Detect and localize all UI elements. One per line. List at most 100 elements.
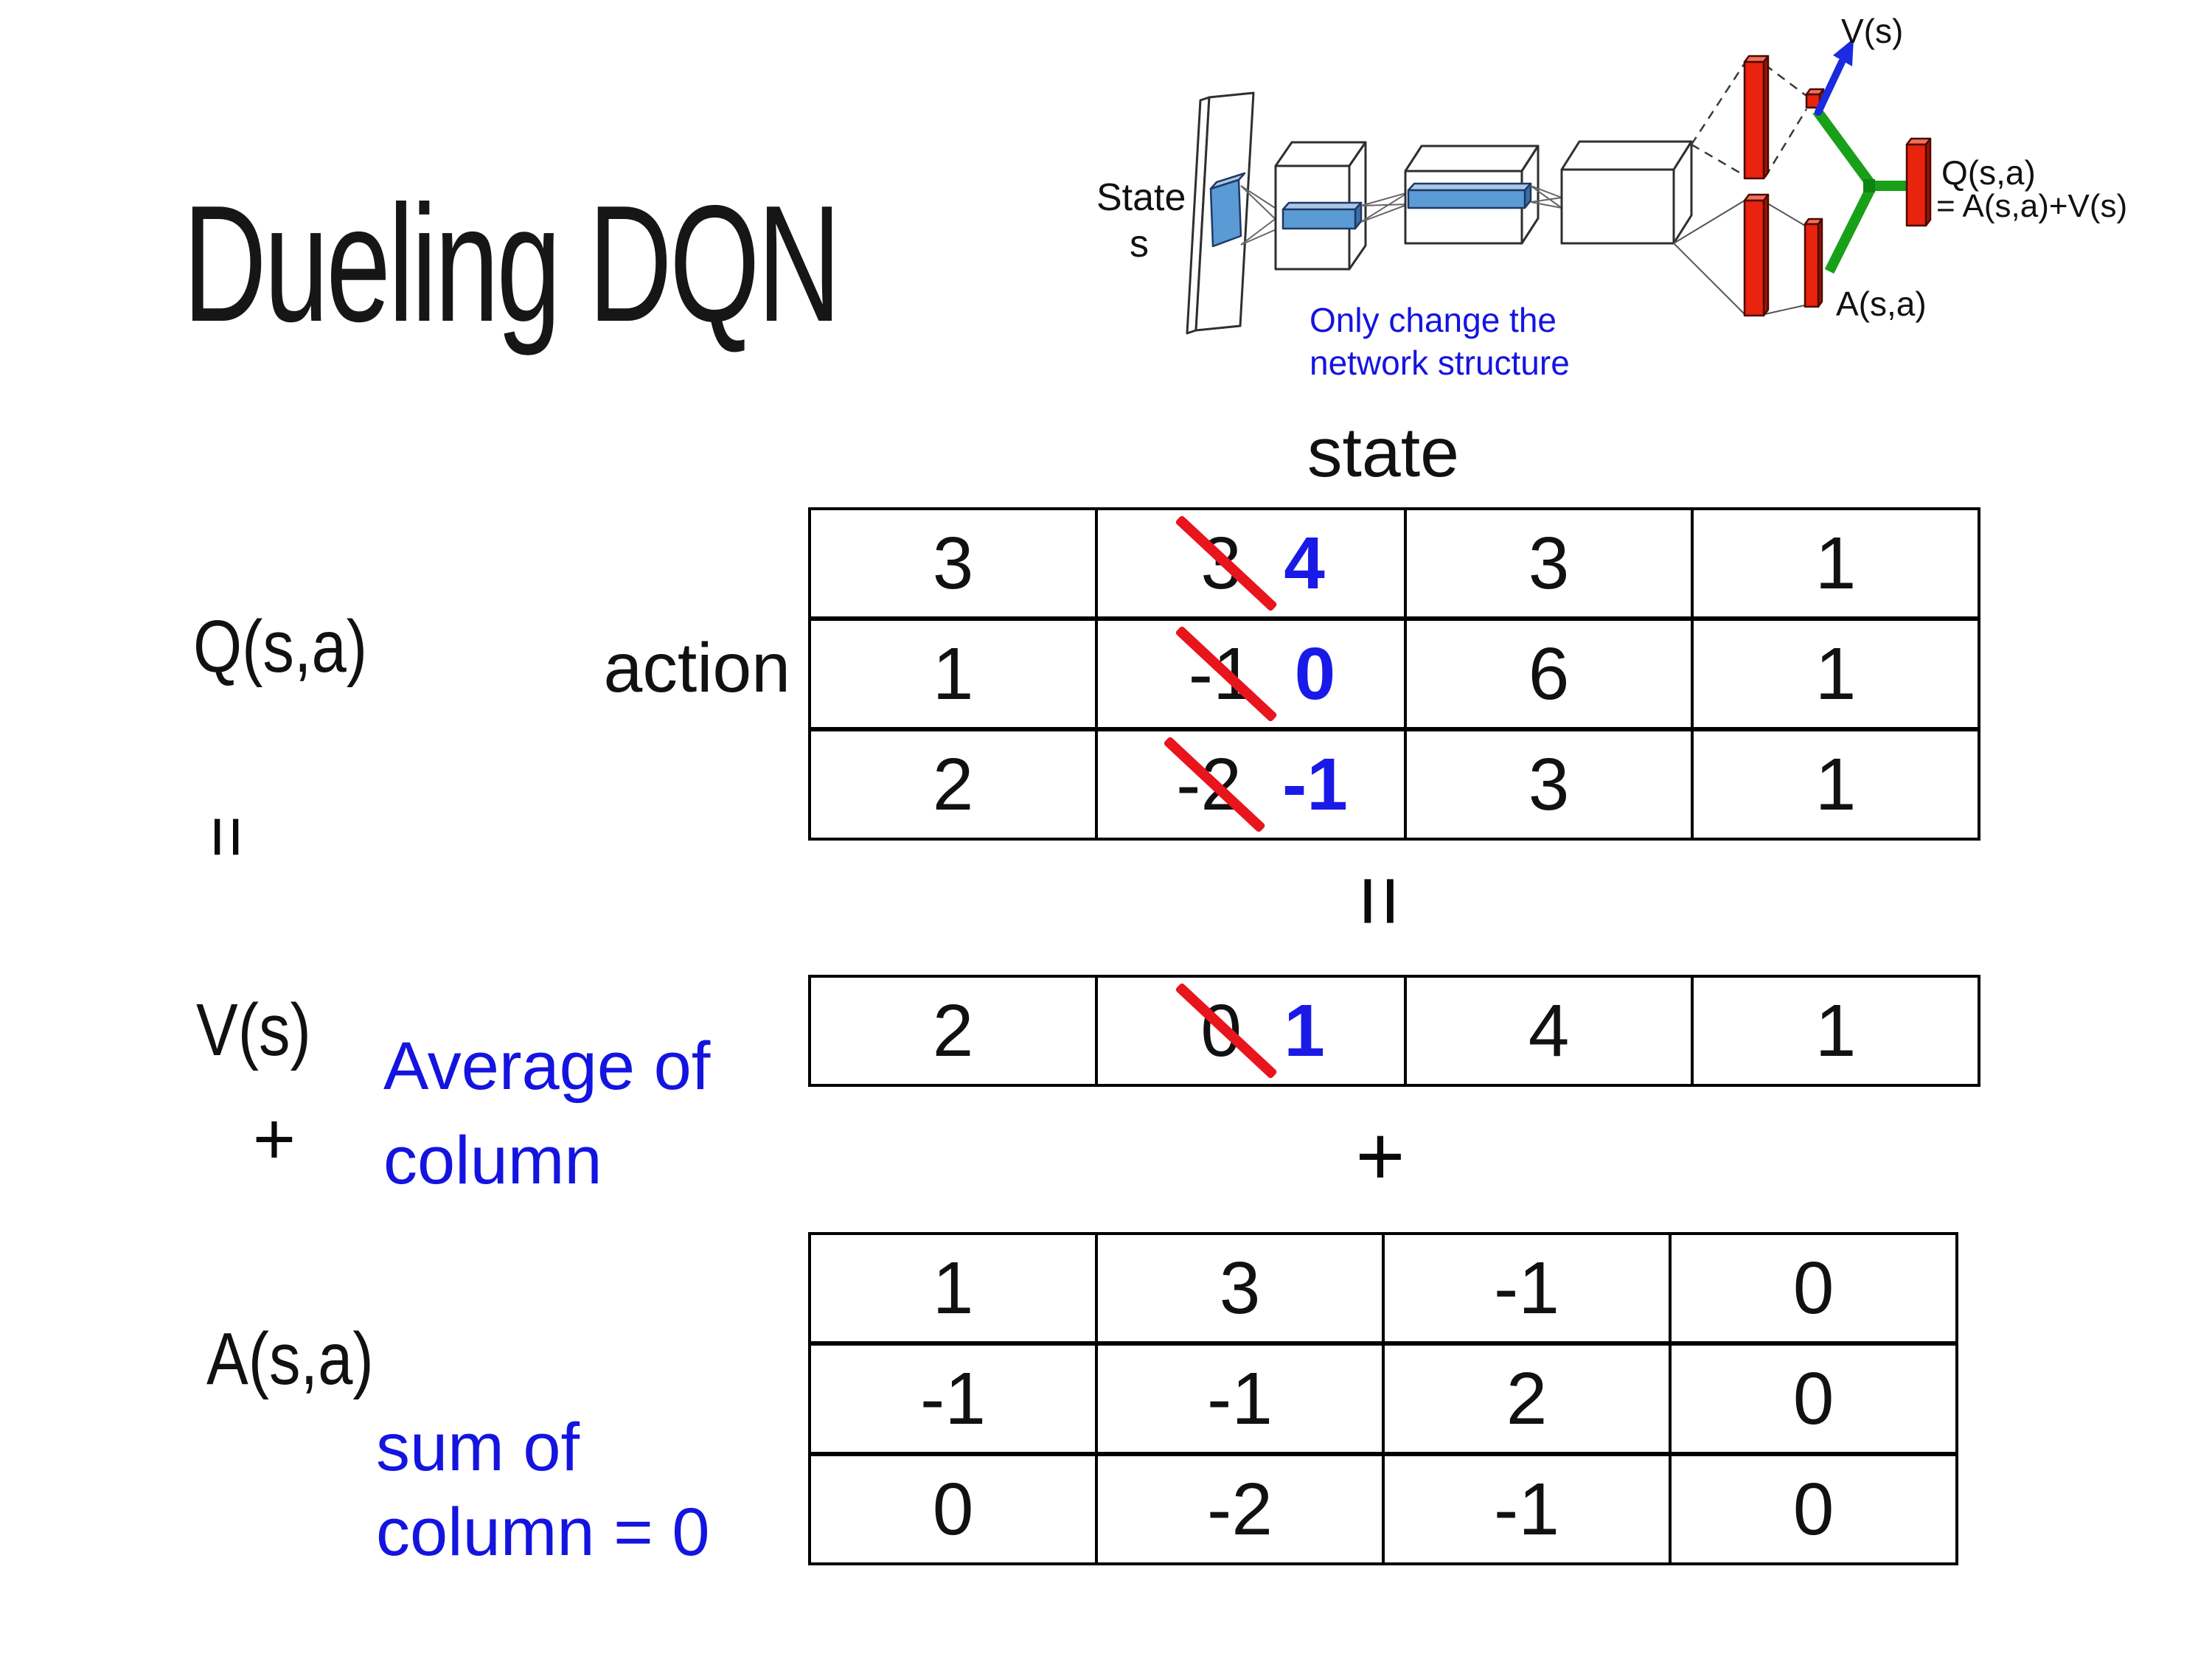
cell-value: -1: [1494, 1467, 1559, 1551]
table-cell: 3: [811, 510, 1095, 616]
cell-value: 3: [1528, 521, 1570, 605]
note-line: sum of: [376, 1410, 580, 1485]
table-cell: -2: [1095, 1456, 1382, 1562]
table-cell: 4: [1404, 978, 1691, 1084]
a-hidden-bar: [1743, 193, 1770, 317]
cell-value: -1: [1494, 1246, 1559, 1329]
feature-slab-1: [1281, 201, 1363, 230]
conv-box-3: [1560, 140, 1693, 245]
table-cell: 1: [1691, 621, 1978, 727]
slide-title: Dueling DQN: [183, 170, 841, 356]
revised-value: 4: [1284, 521, 1325, 605]
diagram-v-label: V(s): [1841, 12, 1903, 50]
cell-value: 0: [1792, 1467, 1834, 1551]
cell-value: 3: [1219, 1246, 1261, 1329]
table-row: 0 -2 -1 0: [811, 1452, 1955, 1562]
cell-value: 3: [932, 521, 974, 605]
a-output-bar: [1804, 218, 1823, 308]
green-combiner: [1812, 107, 1907, 274]
green-junction: [1863, 179, 1875, 192]
note-line: column = 0: [376, 1495, 710, 1570]
table-cell: 1: [811, 621, 1095, 727]
table-cell: 0: [1669, 1235, 1955, 1341]
diagram-q-label: Q(s,a): [1941, 153, 2036, 192]
diagram-note-line1: Only change the: [1310, 301, 1557, 339]
v-value-table: 20141: [808, 975, 1980, 1087]
table-cell: -1: [811, 1346, 1095, 1452]
cell-value: 1: [1815, 632, 1857, 715]
feature-slab-2: [1407, 182, 1532, 209]
diagram-a-label: A(s,a): [1836, 285, 1927, 323]
table-cell: -2-1: [1095, 731, 1404, 838]
cell-value: 0: [1792, 1357, 1834, 1440]
cell-value: 3: [1528, 742, 1570, 826]
cell-value: 1: [1815, 521, 1857, 605]
plus-symbol-mid: +: [1355, 1109, 1405, 1203]
conv-patch-icon: [1209, 172, 1246, 248]
table-cell: 6: [1404, 621, 1691, 727]
crossed-out-value: 0: [1175, 982, 1279, 1079]
diagram-q-formula: = A(s,a)+V(s): [1936, 188, 2127, 224]
v-hidden-bar: [1743, 55, 1770, 180]
v-matrix-label: V(s): [196, 989, 311, 1071]
table-cell: 3: [1095, 1235, 1382, 1341]
table-cell: 1: [1691, 510, 1978, 616]
table-cell: -10: [1095, 621, 1404, 727]
cell-value: -1: [1207, 1357, 1273, 1440]
table-row: 2 -2-1 3 1: [811, 727, 1978, 838]
table-cell: 3: [1404, 510, 1691, 616]
sum-of-column-note: sum of column = 0: [376, 1405, 710, 1575]
diagram-note-line2: network structure: [1310, 344, 1570, 382]
equals-symbol-left: =: [186, 815, 269, 859]
table-cell: 1: [1691, 731, 1978, 838]
equals-symbol-mid: =: [1330, 874, 1430, 928]
cell-value: 1: [932, 1246, 974, 1329]
table-cell: 1: [811, 1235, 1095, 1341]
note-line: column: [383, 1123, 602, 1198]
v-arrow-icon: [1815, 38, 1854, 116]
strikethrough-icon: [1175, 982, 1279, 1079]
cell-value: 1: [1815, 742, 1857, 826]
q-output-bar: [1905, 137, 1932, 227]
crossed-out-value: -2: [1162, 736, 1266, 833]
table-cell: 2: [811, 731, 1095, 838]
revised-value: 1: [1284, 989, 1325, 1072]
revised-value: 0: [1294, 632, 1336, 715]
table-cell: 0: [1669, 1346, 1955, 1452]
cell-value: 2: [932, 742, 974, 826]
receptive-fan-3: [1530, 185, 1562, 209]
solid-connector-lines: [1673, 200, 1806, 315]
table-row: 33431: [811, 510, 1978, 616]
q-matrix-label: Q(s,a): [193, 605, 368, 688]
average-of-column-note: Average of column: [383, 1019, 710, 1208]
state-axis-label: state: [1307, 414, 1459, 492]
table-cell: 0: [811, 1456, 1095, 1562]
table-cell: 2: [811, 978, 1095, 1084]
network-diagram: State s: [1096, 12, 2127, 382]
cell-value: 0: [1792, 1246, 1834, 1329]
table-cell: -1: [1382, 1235, 1669, 1341]
a-matrix-label: A(s,a): [206, 1318, 374, 1400]
crossed-out-value: 3: [1175, 515, 1279, 612]
table-cell: 2: [1382, 1346, 1669, 1452]
table-row: -1 -1 2 0: [811, 1341, 1955, 1452]
strikethrough-icon: [1175, 515, 1279, 612]
cell-value: -2: [1207, 1467, 1273, 1551]
cell-value: 1: [1815, 989, 1857, 1072]
table-cell: 34: [1095, 510, 1404, 616]
cell-value: 6: [1528, 632, 1570, 715]
table-row: 1 3 -1 0: [811, 1235, 1955, 1341]
strikethrough-icon: [1175, 625, 1279, 723]
diagram-state-label: State: [1096, 176, 1186, 219]
action-axis-label: action: [603, 629, 790, 707]
revised-value: -1: [1282, 742, 1348, 826]
cell-value: 0: [932, 1467, 974, 1551]
cell-value: 2: [1506, 1357, 1548, 1440]
note-line: Average of: [383, 1029, 711, 1104]
cell-value: 4: [1528, 989, 1570, 1072]
table-cell: 3: [1404, 731, 1691, 838]
table-cell: -1: [1095, 1346, 1382, 1452]
a-value-table: 1 3 -1 0 -1 -1 2 0 0 -2 -1 0: [808, 1232, 1958, 1565]
